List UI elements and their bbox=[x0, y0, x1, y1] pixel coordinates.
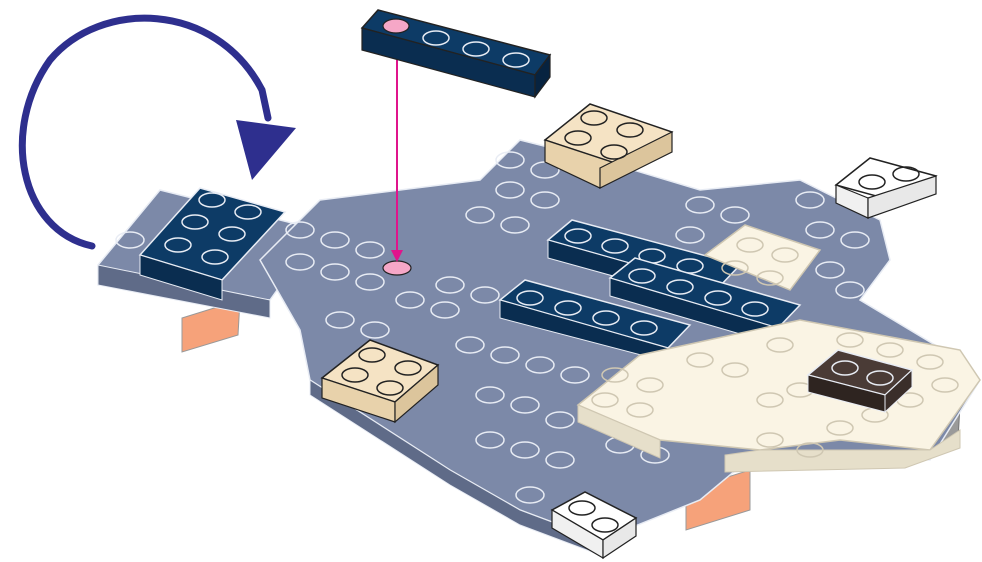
white-plate-top-right bbox=[836, 158, 936, 218]
target-marker bbox=[383, 261, 411, 275]
floating-1x4-plate bbox=[362, 10, 550, 97]
